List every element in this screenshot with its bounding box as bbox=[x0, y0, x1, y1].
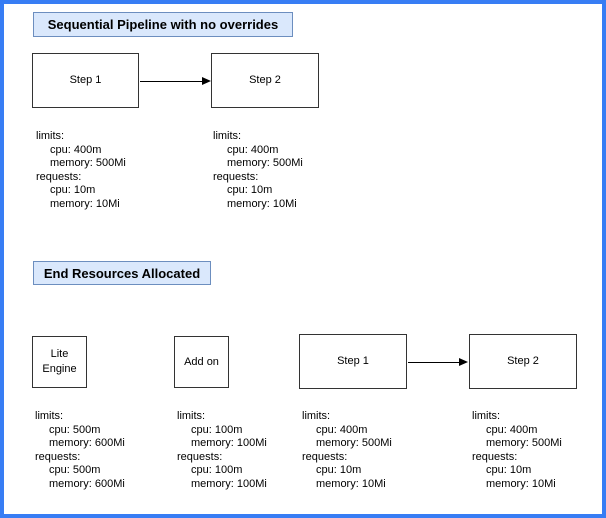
resource-line: memory: 10Mi bbox=[316, 477, 386, 490]
resource-line: cpu: 100m bbox=[191, 423, 243, 436]
resource-line: cpu: 500m bbox=[49, 464, 101, 476]
resource-line: limits: bbox=[472, 410, 501, 422]
node-label: Step 1 bbox=[337, 355, 369, 367]
resource-line: memory: 500Mi bbox=[50, 157, 126, 169]
node-label: Step 2 bbox=[249, 74, 281, 86]
resource-line: cpu: 500m bbox=[49, 423, 101, 436]
resource-line: requests: bbox=[302, 450, 348, 463]
section-title-text: Sequential Pipeline with no overrides bbox=[47, 17, 279, 32]
resource-block-step1-top: limits: cpu: 400m memory: 500Mi requests… bbox=[36, 130, 126, 211]
resource-line: requests: bbox=[177, 450, 223, 463]
resource-block-step2-top: limits: cpu: 400m memory: 500Mi requests… bbox=[213, 130, 303, 211]
node-label: Step 2 bbox=[507, 355, 539, 367]
node-step2-bottom: Step 2 bbox=[469, 334, 577, 389]
resource-block-add-on: limits: cpu: 100m memory: 100Mi requests… bbox=[177, 410, 267, 491]
node-step1-top: Step 1 bbox=[32, 53, 139, 108]
resource-line: memory: 100Mi bbox=[191, 477, 267, 490]
resource-line: requests: bbox=[472, 450, 518, 463]
resource-line: limits: bbox=[302, 410, 331, 422]
resource-block-lite-engine: limits: cpu: 500m memory: 600Mi requests… bbox=[35, 410, 125, 491]
resource-line: requests: bbox=[36, 170, 82, 183]
section-title-sequential-pipeline: Sequential Pipeline with no overrides bbox=[33, 12, 293, 37]
resource-line: cpu: 10m bbox=[50, 184, 96, 196]
arrow-step1-to-step2-top bbox=[140, 77, 211, 86]
resource-line: memory: 10Mi bbox=[227, 197, 297, 210]
resource-line: requests: bbox=[213, 170, 259, 183]
resource-line: requests: bbox=[35, 450, 81, 463]
node-step2-top: Step 2 bbox=[211, 53, 319, 108]
node-label: Step 1 bbox=[69, 74, 102, 86]
node-step1-bottom: Step 1 bbox=[299, 334, 407, 389]
section-title-text: End Resources Allocated bbox=[43, 265, 201, 281]
resource-line: memory: 10Mi bbox=[50, 197, 120, 210]
resource-line: memory: 100Mi bbox=[191, 437, 267, 449]
resource-line: cpu: 400m bbox=[50, 143, 102, 156]
arrow-step1-to-step2-bottom bbox=[408, 358, 468, 367]
resource-line: limits: bbox=[36, 130, 65, 142]
resource-line: cpu: 400m bbox=[227, 143, 279, 156]
node-lite-engine: Lite Engine bbox=[32, 336, 87, 388]
resource-line: limits: bbox=[177, 410, 206, 422]
section-title-end-resources: End Resources Allocated bbox=[33, 261, 211, 285]
resource-line: cpu: 400m bbox=[486, 423, 538, 436]
resource-line: cpu: 10m bbox=[227, 184, 273, 196]
resource-line: memory: 500Mi bbox=[227, 157, 303, 169]
resource-line: limits: bbox=[213, 130, 242, 142]
resource-line: memory: 600Mi bbox=[49, 477, 125, 490]
resource-block-step2-bottom: limits: cpu: 400m memory: 500Mi requests… bbox=[472, 410, 562, 491]
node-add-on: Add on bbox=[174, 336, 229, 388]
resource-line: memory: 10Mi bbox=[486, 477, 556, 490]
resource-line: cpu: 400m bbox=[316, 423, 368, 436]
resource-line: cpu: 10m bbox=[486, 464, 532, 476]
resource-block-step1-bottom: limits: cpu: 400m memory: 500Mi requests… bbox=[302, 410, 392, 491]
resource-line: cpu: 100m bbox=[191, 464, 243, 476]
resource-line: limits: bbox=[35, 410, 64, 422]
node-label: Add on bbox=[184, 355, 219, 368]
node-label: Lite Engine bbox=[42, 348, 77, 375]
resource-line: memory: 500Mi bbox=[486, 437, 562, 449]
resource-line: memory: 500Mi bbox=[316, 437, 392, 449]
resource-line: memory: 600Mi bbox=[49, 437, 125, 449]
resource-line: cpu: 10m bbox=[316, 464, 362, 476]
